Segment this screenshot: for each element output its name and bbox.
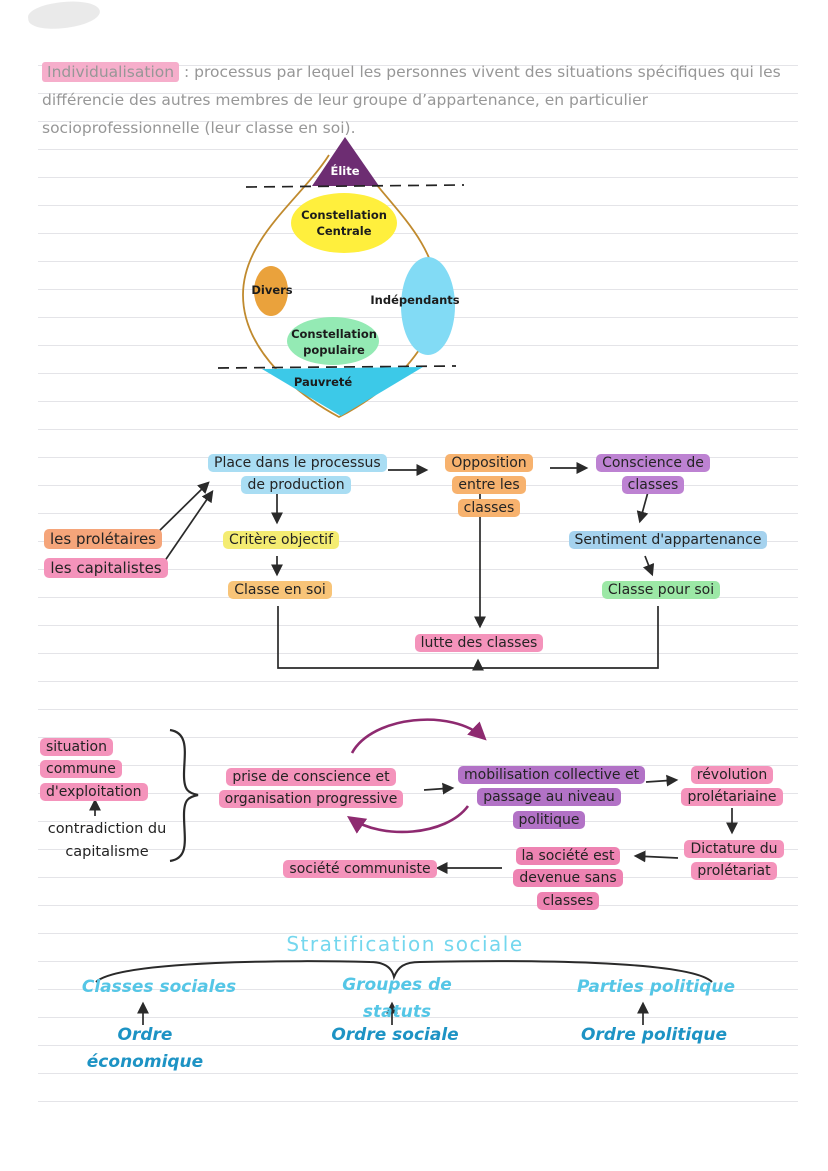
arrow-proletaires-to-place bbox=[151, 481, 210, 539]
node-societe-communiste: société communiste bbox=[282, 858, 438, 880]
arrow-conscience-to-sentiment bbox=[636, 491, 649, 524]
intro-text: : processus par lequel les personnes viv… bbox=[42, 62, 781, 137]
strat-ordre-economique: Ordre économique bbox=[86, 1025, 204, 1073]
loop-arrow-top bbox=[350, 718, 487, 754]
label-independants: Indépendants bbox=[370, 293, 460, 307]
node-prise-de-conscience: prise de conscience et organisation prog… bbox=[204, 766, 418, 811]
strat-parties-politique: Parties politique bbox=[576, 977, 735, 997]
node-societe-sans-classes: la société est devenue sans classes bbox=[506, 845, 630, 912]
node-dictature: Dictature du prolétariat bbox=[682, 838, 786, 883]
node-contradiction: contradiction du capitalisme bbox=[47, 821, 167, 861]
upper-dashed-line bbox=[245, 184, 465, 188]
label-constellation-populaire: Constellation populaire bbox=[291, 327, 377, 357]
arrow-capitalistes-to-place bbox=[161, 490, 214, 566]
strat-ordre-sociale: Ordre sociale bbox=[331, 1025, 459, 1045]
strat-classes-sociales: Classes sociales bbox=[81, 977, 237, 997]
arrow-dictature-to-societe bbox=[633, 850, 679, 863]
node-mobilisation: mobilisation collective et passage au ni… bbox=[458, 764, 646, 831]
elite-triangle bbox=[312, 137, 379, 186]
popular-constellation-blob bbox=[287, 317, 379, 365]
node-critere-objectif: Critère objectif bbox=[220, 529, 342, 551]
arrow-mobilisation-to-revolution bbox=[645, 774, 679, 787]
elbow-classes-to-lutte bbox=[277, 606, 659, 669]
arrow-sentiment-to-classe-pour-soi bbox=[643, 555, 655, 577]
intro-paragraph: Individualisation : processus par lequel… bbox=[42, 58, 808, 142]
node-place-production: Place dans le processus de production bbox=[208, 452, 387, 497]
curly-brace-left bbox=[169, 728, 199, 863]
node-situation-exploitation: situation commune d'exploitation bbox=[40, 736, 164, 803]
label-divers: Divers bbox=[251, 283, 293, 297]
strat-groupes-statuts: Groupes de statuts bbox=[342, 975, 452, 1023]
label-elite: Élite bbox=[330, 164, 360, 178]
node-revolution: révolution prolétariaine bbox=[680, 764, 784, 809]
node-capitalistes: les capitalistes bbox=[40, 556, 172, 580]
stratification-title: Stratification sociale bbox=[286, 932, 524, 956]
central-constellation-blob bbox=[291, 193, 397, 253]
node-opposition: Opposition entre les classes bbox=[430, 452, 548, 519]
node-lutte-des-classes: lutte des classes bbox=[412, 632, 546, 654]
top-outline bbox=[242, 154, 438, 419]
node-classe-pour-soi: Classe pour soi bbox=[596, 579, 726, 601]
label-constellation-centrale: Constellation Centrale bbox=[301, 208, 387, 238]
loop-arrow-bottom bbox=[346, 805, 470, 834]
independants-blob bbox=[401, 257, 455, 355]
node-conscience: Conscience de classes bbox=[592, 452, 714, 497]
intro-term-highlight: Individualisation bbox=[42, 61, 180, 82]
label-pauvrete: Pauvreté bbox=[293, 375, 353, 389]
poverty-triangle bbox=[262, 367, 423, 416]
wide-brace bbox=[95, 960, 713, 983]
divers-blob bbox=[254, 266, 288, 316]
lower-dashed-line bbox=[217, 365, 457, 369]
node-sentiment: Sentiment d'appartenance bbox=[566, 529, 770, 551]
strat-ordre-politique: Ordre politique bbox=[580, 1025, 728, 1045]
arrow-prise-to-mobilisation bbox=[423, 782, 455, 795]
node-classe-en-soi: Classe en soi bbox=[222, 579, 338, 601]
node-proletaires: les prolétaires bbox=[42, 527, 164, 551]
